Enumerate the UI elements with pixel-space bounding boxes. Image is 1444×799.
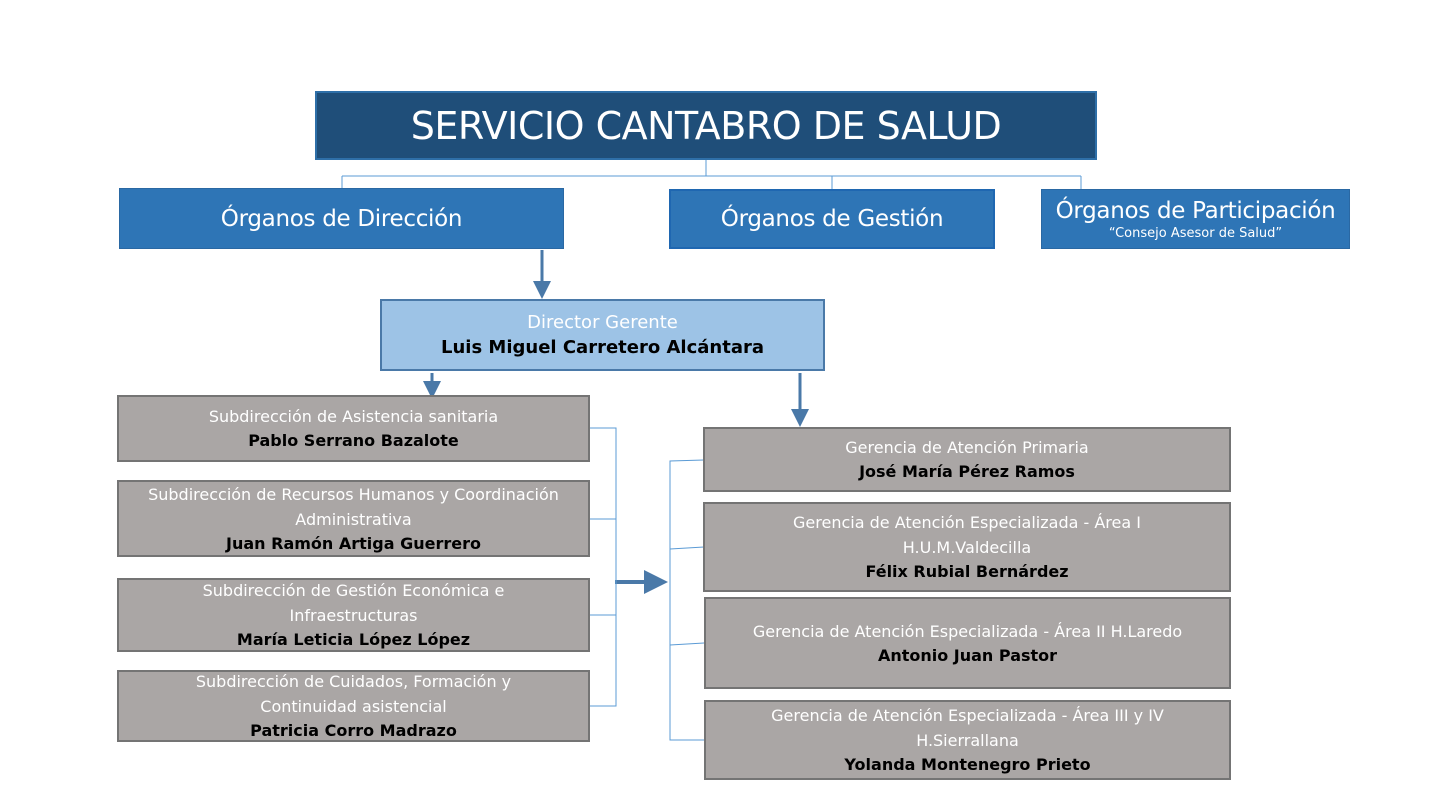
subdireccion-role: Subdirección de Asistencia sanitaria [208, 407, 499, 426]
subdireccion-role: Subdirección de Gestión Económica e [202, 581, 505, 600]
organos-direccion-title: Órganos de Dirección [220, 205, 463, 232]
subdireccion-role: Subdirección de Cuidados, Formación y [195, 672, 512, 691]
subdireccion-node: Subdirección de Asistencia sanitaria Pab… [117, 395, 590, 462]
organos-participacion-node: Órganos de Participación “Consejo Asesor… [1041, 189, 1350, 249]
bracket-subdirecciones [589, 427, 617, 707]
subdireccion-role: Continuidad asistencial [260, 697, 447, 716]
bracket-tick [669, 642, 705, 646]
gerencia-role: Gerencia de Atención Especializada - Áre… [771, 706, 1164, 725]
bracket-gerencias [669, 459, 705, 741]
gerencia-name: Félix Rubial Bernárdez [865, 562, 1069, 581]
director-role: Director Gerente [527, 312, 678, 333]
gerencia-role: Gerencia de Atención Especializada - Áre… [793, 513, 1141, 532]
organos-gestion-title: Órganos de Gestión [720, 206, 944, 232]
subdireccion-node: Subdirección de Recursos Humanos y Coord… [117, 480, 590, 557]
subdireccion-role: Subdirección de Recursos Humanos y Coord… [148, 484, 559, 504]
organos-direccion-node: Órganos de Dirección [119, 188, 564, 249]
gerencia-name: José María Pérez Ramos [859, 462, 1075, 481]
gerencia-name: Antonio Juan Pastor [877, 645, 1058, 665]
subdireccion-role: Infraestructuras [289, 606, 418, 625]
gerencia-node: Gerencia de Atención Especializada - Áre… [703, 502, 1231, 592]
subdireccion-name: Pablo Serrano Bazalote [248, 431, 459, 450]
subdireccion-role: Administrativa [295, 509, 412, 529]
subdireccion-name: Patricia Corro Madrazo [250, 721, 457, 740]
gerencia-name: Yolanda Montenegro Prieto [844, 755, 1091, 774]
subdireccion-node: Subdirección de Cuidados, Formación y Co… [117, 670, 590, 742]
root-node: SERVICIO CANTABRO DE SALUD [315, 91, 1097, 160]
gerencia-node: Gerencia de Atención Especializada - Áre… [704, 700, 1231, 780]
subdireccion-node: Subdirección de Gestión Económica e Infr… [117, 578, 590, 652]
gerencia-role: H.U.M.Valdecilla [902, 538, 1032, 557]
organos-gestion-node: Órganos de Gestión [669, 189, 995, 249]
director-gerente-node: Director Gerente Luis Miguel Carretero A… [380, 299, 825, 371]
gerencia-node: Gerencia de Atención Especializada - Áre… [704, 597, 1231, 689]
gerencia-role: H.Sierrallana [916, 731, 1019, 750]
subdireccion-name: María Leticia López López [236, 630, 471, 649]
director-name: Luis Miguel Carretero Alcántara [440, 337, 764, 358]
subdireccion-name: Juan Ramón Artiga Guerrero [226, 533, 481, 553]
gerencia-role: Gerencia de Atención Primaria [845, 438, 1089, 457]
gerencia-role: Gerencia de Atención Especializada - Áre… [752, 621, 1183, 641]
organos-participacion-title: Órganos de Participación [1055, 197, 1336, 224]
bracket-tick [669, 546, 705, 550]
organos-participacion-subtitle: “Consejo Asesor de Salud” [1108, 225, 1283, 241]
root-title: SERVICIO CANTABRO DE SALUD [410, 103, 1002, 148]
gerencia-node: Gerencia de Atención Primaria José María… [703, 427, 1231, 492]
